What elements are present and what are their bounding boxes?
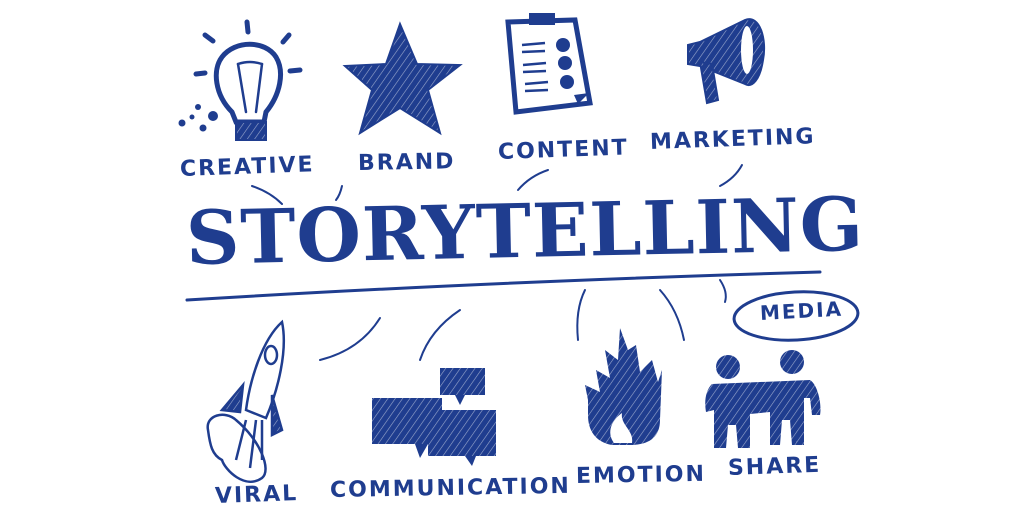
rocket-icon bbox=[206, 319, 286, 483]
lightbulb-icon bbox=[178, 19, 303, 141]
main-title: STORYTELLING bbox=[185, 181, 865, 282]
media-badge: MEDIA bbox=[759, 296, 844, 325]
speech-bubbles-icon bbox=[372, 368, 496, 466]
label-emotion: EMOTION bbox=[575, 461, 707, 489]
connector-lines bbox=[185, 164, 822, 361]
label-brand: BRAND bbox=[357, 149, 456, 176]
people-puzzle-icon bbox=[705, 350, 821, 448]
media-ellipse bbox=[732, 290, 860, 342]
label-communication: COMMUNICATION bbox=[329, 473, 572, 503]
label-creative: CREATIVE bbox=[179, 152, 316, 182]
label-share: SHARE bbox=[727, 452, 822, 481]
label-viral: VIRAL bbox=[214, 481, 299, 509]
flame-icon bbox=[585, 328, 662, 445]
star-icon bbox=[342, 21, 463, 136]
label-content: CONTENT bbox=[497, 135, 630, 165]
clipboard-checklist-icon bbox=[505, 13, 593, 115]
megaphone-icon bbox=[687, 18, 765, 105]
